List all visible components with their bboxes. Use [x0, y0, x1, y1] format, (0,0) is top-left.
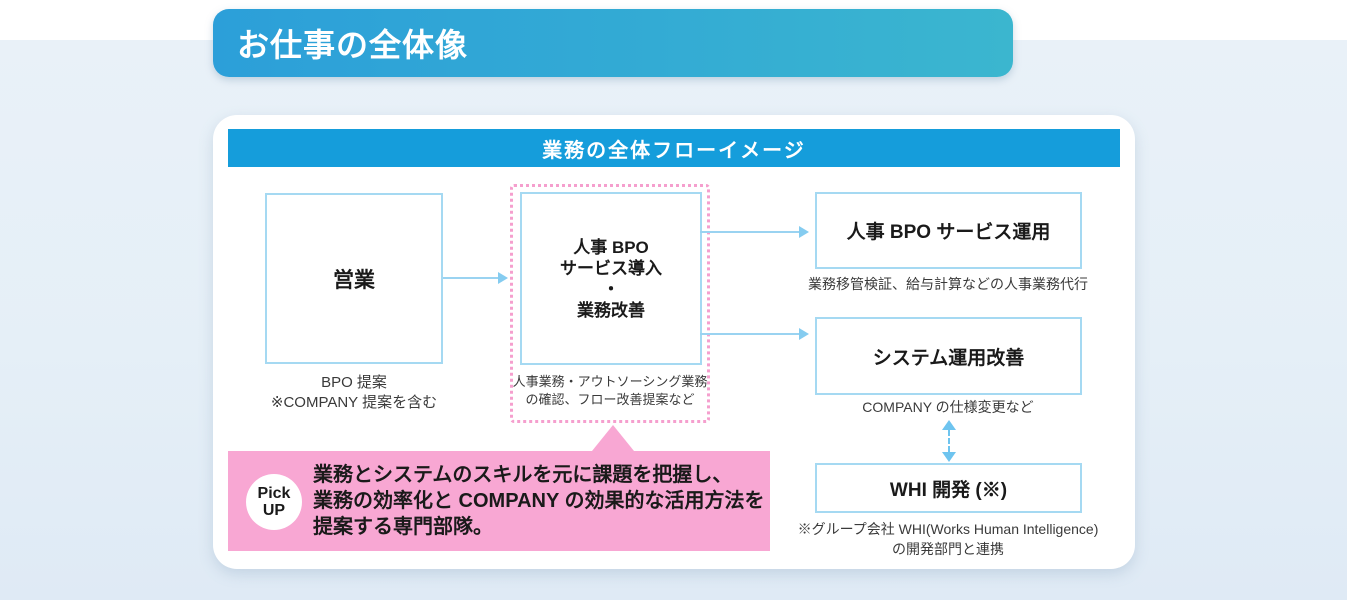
arrow-head [799, 328, 809, 340]
whi-development-box-label: WHI 開発 (※) [889, 479, 1008, 501]
page-title: お仕事の全体像 [237, 27, 469, 63]
whi-caption-line1: ※グループ会社 WHI(Works Human Intelligence) [797, 521, 1099, 537]
whi-development-box: WHI 開発 (※) [815, 463, 1082, 513]
page-header-bar: お仕事の全体像 [213, 9, 1013, 77]
bpo-label-line4: 業務改善 [577, 300, 645, 320]
system-improvement-box-label: システム運用改善 [872, 347, 1025, 369]
pickup-badge-line2: UP [262, 502, 286, 519]
bpo-label-line1: 人事 BPO [573, 237, 649, 257]
sales-caption: BPO 提案 ※COMPANY 提案を含む [223, 373, 485, 413]
arrow-up-head [942, 420, 956, 430]
arrow-head [498, 272, 508, 284]
whi-development-caption: ※グループ会社 WHI(Works Human Intelligence) の開… [748, 519, 1148, 559]
pickup-badge: Pick UP [246, 474, 302, 530]
callout-pointer-icon [592, 425, 634, 451]
bpo-label-line3: ・ [602, 279, 620, 299]
pickup-callout: Pick UP 業務とシステムのスキルを元に課題を把握し、 業務の効率化と CO… [228, 451, 770, 551]
pickup-text-line1: 業務とシステムのスキルを元に課題を把握し、 [313, 464, 733, 486]
arrow-line [700, 333, 799, 335]
bpo-operation-box-label: 人事 BPO サービス運用 [846, 222, 1051, 243]
whi-caption-line2: の開発部門と連携 [892, 541, 1004, 557]
bpo-operation-caption: 業務移管検証、給与計算などの人事業務代行 [808, 276, 1088, 292]
sales-box: 営業 [265, 193, 443, 364]
arrow-head [799, 226, 809, 238]
pickup-text-line2: 業務の効率化と COMPANY の効果的な活用方法を [313, 490, 765, 512]
sales-box-label: 営業 [333, 268, 375, 292]
sales-caption-line2: ※COMPANY 提案を含む [270, 394, 438, 411]
bpo-caption-line2: の確認、フロー改善提案など [525, 392, 695, 407]
bpo-label-line2: サービス導入 [560, 258, 662, 278]
arrow-bpo-to-system-icon [700, 328, 809, 340]
flow-card-title: 業務の全体フローイメージ [542, 139, 806, 162]
bpo-caption: 人事業務・アウトソーシング業務 の確認、フロー改善提案など [505, 373, 715, 409]
bpo-intro-box-label: 人事 BPO サービス導入 ・ 業務改善 [560, 237, 662, 321]
system-improvement-caption: COMPANY の仕様変更など [862, 399, 1034, 415]
bpo-dotted-outline [510, 184, 710, 423]
flow-card-titlebar: 業務の全体フローイメージ [228, 129, 1120, 167]
arrow-down-head [942, 452, 956, 462]
bpo-intro-box: 人事 BPO サービス導入 ・ 業務改善 [520, 192, 702, 365]
bpo-operation-box: 人事 BPO サービス運用 [815, 192, 1082, 269]
system-improvement-box: システム運用改善 [815, 317, 1082, 395]
arrow-system-whi-dashed-icon [941, 420, 957, 462]
pickup-text: 業務とシステムのスキルを元に課題を把握し、 業務の効率化と COMPANY の効… [313, 462, 768, 540]
arrow-bpo-to-operation-icon [700, 226, 809, 238]
pickup-badge-line1: Pick [257, 485, 291, 502]
arrow-line [443, 277, 498, 279]
arrow-line [700, 231, 799, 233]
arrow-dashed-line [948, 430, 950, 452]
pickup-text-line3: 提案する専門部隊。 [313, 516, 493, 538]
arrow-sales-to-bpo-icon [443, 272, 508, 284]
bpo-caption-line1: 人事業務・アウトソーシング業務 [512, 374, 708, 389]
flow-card: 業務の全体フローイメージ 営業 BPO 提案 ※COMPANY 提案を含む 人事… [213, 115, 1135, 569]
sales-caption-line1: BPO 提案 [321, 374, 387, 391]
